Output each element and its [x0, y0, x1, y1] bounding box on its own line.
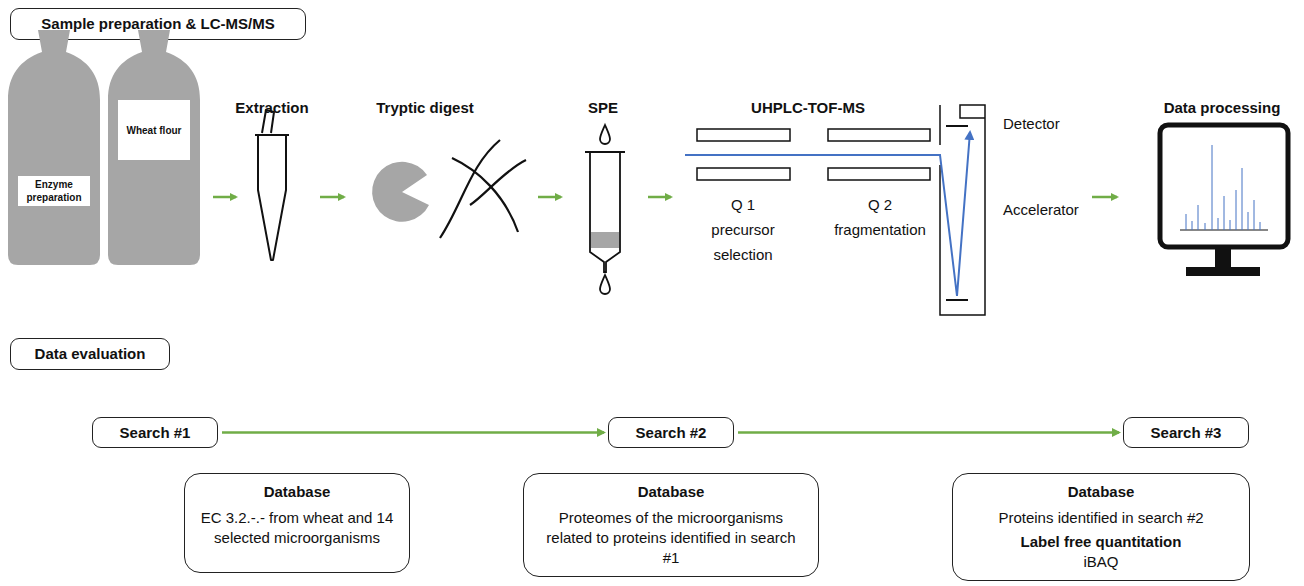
- node-text: iBAQ: [1083, 552, 1118, 572]
- bag-node: Wheat flour: [108, 30, 200, 265]
- step-label: Tryptic digest: [345, 98, 505, 118]
- step-label: SPE: [553, 98, 653, 118]
- part-label: Q 1 precursor selection: [701, 192, 785, 267]
- node-heading: Wheat flour: [127, 124, 182, 137]
- bag-label: Enzyme preparation: [18, 176, 90, 206]
- node-heading: Database: [1068, 482, 1135, 502]
- ion-path: [685, 132, 970, 296]
- part-label: Accelerator: [1003, 200, 1103, 220]
- database-box: DatabaseProteomes of the microorganisms …: [523, 473, 819, 577]
- database-box: DatabaseProteins identified in search #2…: [952, 473, 1250, 581]
- step-label: UHPLC-TOF-MS: [718, 98, 898, 118]
- flow-arrows: [213, 196, 1117, 199]
- protein-strands: [440, 140, 526, 238]
- bag-shape: [8, 30, 100, 265]
- spe-cartridge: [585, 125, 625, 294]
- part-label: Q 2 fragmentation: [826, 192, 934, 242]
- step-label: Extraction: [202, 98, 342, 118]
- node-heading: Search #2: [636, 423, 707, 443]
- process-box: Search #1: [92, 417, 218, 448]
- node-heading: Database: [638, 482, 705, 502]
- process-box: Search #3: [1123, 417, 1249, 448]
- part-label: Detector: [1003, 114, 1093, 134]
- enzyme-icon: [372, 162, 429, 222]
- node-heading: Database: [264, 482, 331, 502]
- monitor-icon: [1160, 125, 1288, 276]
- node-heading: Search #1: [120, 423, 191, 443]
- node-text: Proteomes of the microorganisms related …: [536, 508, 806, 568]
- step-label: Data processing: [1142, 98, 1302, 118]
- node-text: Label free quantitation: [1021, 532, 1182, 552]
- flow-connector: [738, 431, 1119, 434]
- process-box: Data evaluation: [10, 338, 170, 370]
- bag-node: Enzyme preparation: [8, 30, 100, 265]
- tube-icon: [255, 110, 289, 260]
- bag-outline: [108, 30, 200, 265]
- bag-outline: [8, 30, 100, 265]
- database-box: Database EC 3.2.-.- from wheat and 14 sel…: [184, 473, 410, 573]
- node-text: EC 3.2.-.- from wheat and 14 selected mi…: [197, 508, 397, 548]
- node-heading: Enzyme preparation: [18, 178, 90, 204]
- node-heading: Data evaluation: [35, 344, 146, 364]
- flow-connector: [222, 431, 604, 434]
- process-box: Search #2: [608, 417, 734, 448]
- node-heading: Search #3: [1151, 423, 1222, 443]
- bag-label: Wheat flour: [118, 100, 190, 160]
- node-text: Proteins identified in search #2: [998, 508, 1203, 528]
